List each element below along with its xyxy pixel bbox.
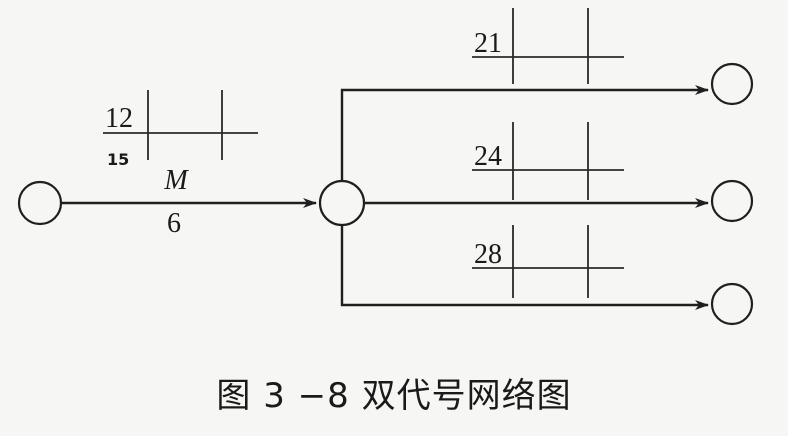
- network-diagram: 12 15 M 6 21 24 28: [17, 8, 754, 326]
- time-grid-top: 21: [472, 8, 624, 84]
- arrow-bot: [340, 225, 709, 310]
- activity-name: M: [163, 165, 189, 196]
- node-end-top: [710, 62, 754, 106]
- arrow-top: [340, 85, 709, 181]
- grid-main-value-2: 15: [107, 150, 129, 169]
- grid-mid-value: 24: [474, 141, 502, 172]
- node-end-bot: [710, 282, 754, 326]
- node-end-mid: [710, 179, 754, 223]
- time-grid-mid: 24: [472, 122, 624, 200]
- grid-top-value: 21: [474, 28, 502, 59]
- activity-duration: 6: [167, 208, 181, 239]
- figure-caption: 图 3 −8 双代号网络图: [216, 376, 572, 416]
- node-start: [17, 180, 63, 226]
- time-grid-main: 12 15: [103, 90, 258, 169]
- grid-bot-value: 28: [474, 239, 502, 270]
- time-grid-bot: 28: [472, 225, 624, 298]
- grid-main-value-1: 12: [105, 103, 133, 134]
- node-middle: [318, 179, 366, 227]
